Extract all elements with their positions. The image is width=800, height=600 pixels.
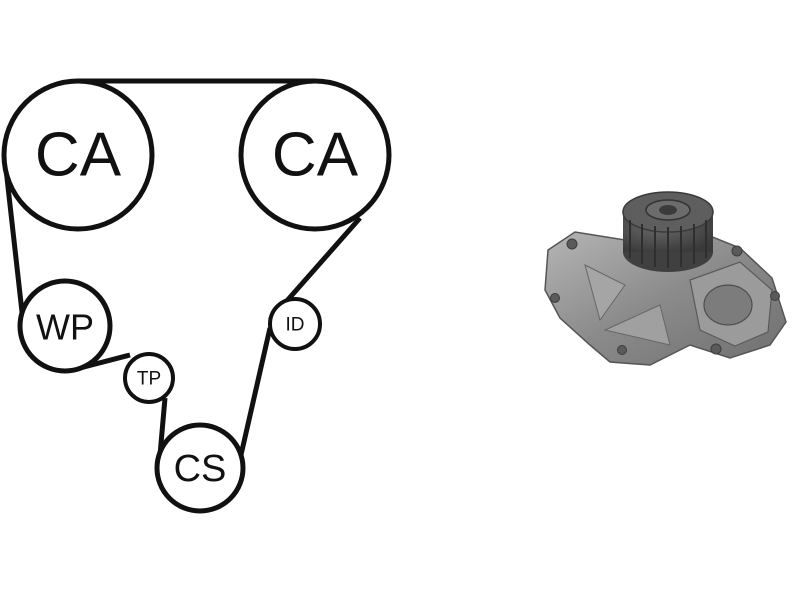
sprocket-teeth (629, 220, 707, 268)
pump-sprocket (622, 191, 714, 272)
belt-right-lower-span (235, 327, 273, 469)
pulley-label-ca-left: CA (35, 121, 122, 190)
pump-bolt-holes (550, 238, 780, 355)
pulley-id: ID (268, 297, 322, 351)
pulley-tp: TP (123, 352, 175, 404)
pump-rib (603, 304, 671, 346)
pulley-label-ca-right: CA (272, 121, 359, 190)
water-pump-photo (544, 191, 787, 366)
pump-outlet-bore (703, 284, 753, 326)
pulley-wp: WP (17, 278, 113, 374)
pulley-ca-right: CA (238, 78, 392, 232)
pulley-label-wp: WP (36, 307, 94, 348)
pulley-label-cs: CS (174, 448, 227, 490)
pulley-cs: CS (154, 422, 246, 514)
pulley-label-id: ID (286, 315, 305, 336)
pulley-label-tp: TP (137, 369, 161, 390)
pulley-ca-left: CA (1, 78, 155, 232)
pump-rib (584, 264, 626, 322)
